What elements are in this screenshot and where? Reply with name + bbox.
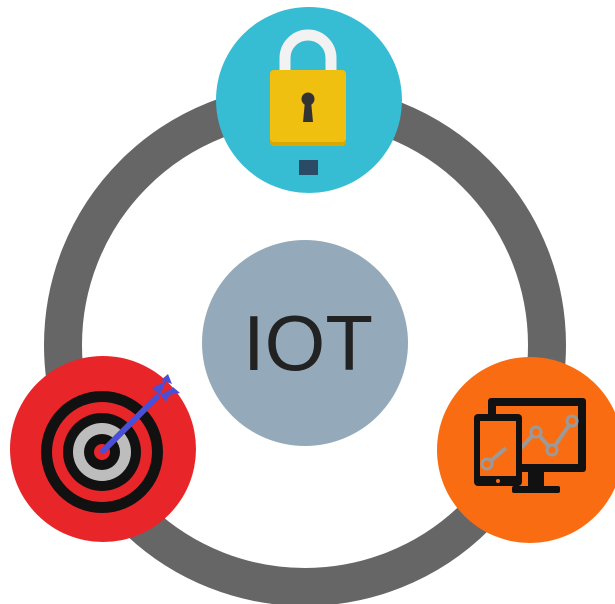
target-node — [10, 356, 196, 542]
devices-chart-icon — [474, 398, 586, 493]
devices-node — [437, 357, 615, 543]
lock-node — [216, 7, 402, 193]
center-label: IOT — [243, 299, 373, 387]
center-circle — [202, 240, 408, 446]
padlock-icon — [270, 29, 346, 175]
arrow-icon — [100, 374, 180, 454]
